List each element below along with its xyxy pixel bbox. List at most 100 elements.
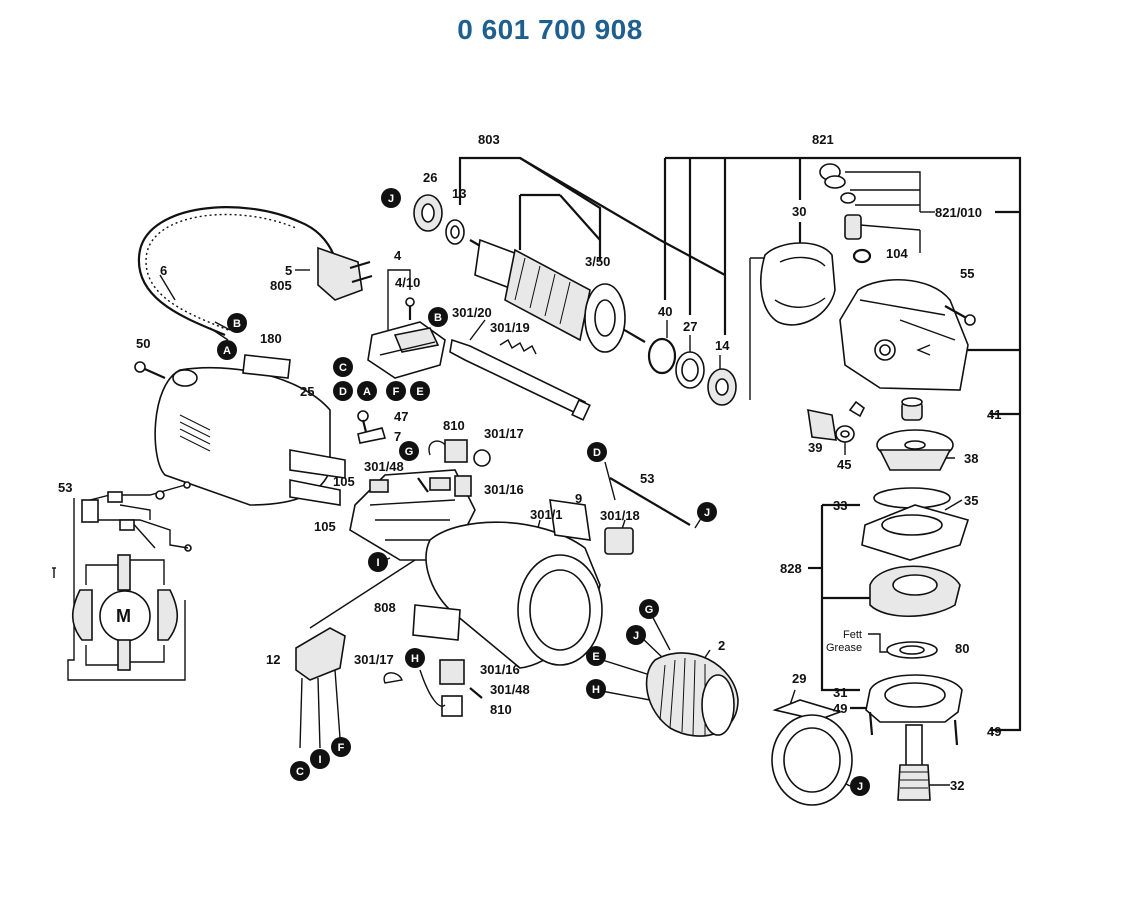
leader-lines [159, 156, 1022, 787]
label-50: 50 [136, 336, 150, 351]
label-301-19: 301/19 [490, 320, 530, 335]
label-55: 55 [960, 266, 974, 281]
marker-J3: J [626, 625, 646, 645]
label-4-10: 4/10 [395, 275, 420, 290]
brush-upper [357, 410, 491, 497]
label-301-17-upper: 301/17 [484, 426, 524, 441]
svg-text:I: I [376, 557, 379, 569]
label-301-18: 301/18 [600, 508, 640, 523]
label-80: 80 [955, 641, 969, 656]
marker-H2: H [586, 679, 606, 699]
brush-lower [383, 659, 483, 717]
label-47: 47 [394, 409, 408, 424]
svg-text:E: E [592, 651, 599, 663]
label-25: 25 [300, 384, 314, 399]
svg-text:C: C [296, 766, 304, 778]
label-301-16-upper: 301/16 [484, 482, 524, 497]
circle-markers: J B A B C D A F E G I D J G J E H H J C … [217, 188, 870, 796]
svg-text:A: A [363, 386, 371, 398]
label-810-lower: 810 [490, 702, 512, 717]
marker-I2: I [310, 749, 330, 769]
air-baffle-29 [771, 699, 853, 806]
svg-text:B: B [233, 318, 241, 330]
label-301-48-lower: 301/48 [490, 682, 530, 697]
marker-J2: J [697, 502, 717, 522]
marker-D1: D [333, 381, 353, 401]
part-labels: 803 821 821/010 104 26 13 3/50 30 55 6 5… [58, 132, 1001, 793]
label-14: 14 [715, 338, 730, 353]
label-grease: Grease [826, 642, 862, 654]
wiring-schematic [52, 481, 192, 681]
bearing-26 [413, 194, 465, 245]
marker-J4: J [850, 776, 870, 796]
label-31: 31 [833, 685, 847, 700]
label-7: 7 [394, 429, 401, 444]
label-808 [412, 604, 461, 641]
svg-text:J: J [857, 781, 863, 793]
svg-text:J: J [704, 507, 710, 519]
rings [647, 337, 737, 406]
gear-set [807, 397, 954, 471]
marker-F2: F [331, 737, 351, 757]
label-33: 33 [833, 498, 847, 513]
screw-50 [134, 361, 166, 380]
label-12: 12 [266, 652, 280, 667]
svg-text:J: J [388, 193, 394, 205]
marker-B1: B [227, 313, 247, 333]
svg-text:G: G [405, 446, 414, 458]
marker-C1: C [333, 357, 353, 377]
label-fett: Fett [843, 629, 862, 641]
label-9: 9 [575, 491, 582, 506]
label-38: 38 [964, 451, 978, 466]
svg-text:D: D [339, 386, 347, 398]
motor-housing [154, 354, 346, 506]
label-828: 828 [780, 561, 802, 576]
label-40: 40 [658, 304, 672, 319]
spindle-parts [865, 641, 963, 801]
label-821: 821 [812, 132, 834, 147]
marker-I1: I [368, 552, 388, 572]
field-coil [645, 652, 739, 737]
page-title: 0 601 700 908 [457, 14, 643, 45]
marker-D2: D [587, 442, 607, 462]
label-26: 26 [423, 170, 437, 185]
label-53-wire: 53 [640, 471, 654, 486]
svg-text:D: D [593, 447, 601, 459]
marker-J1: J [381, 188, 401, 208]
marker-G2: G [639, 599, 659, 619]
label-5: 5 [285, 263, 292, 278]
bearing-flange-30 [760, 242, 836, 326]
marker-H1: H [405, 648, 425, 668]
label-105-b: 105 [314, 519, 336, 534]
marker-F1: F [386, 381, 406, 401]
label-2: 2 [718, 638, 725, 653]
wire-53 [609, 477, 691, 526]
label-29: 29 [792, 671, 806, 686]
label-45: 45 [837, 457, 851, 472]
label-301-16-lower: 301/16 [480, 662, 520, 677]
svg-text:J: J [633, 630, 639, 642]
label-3-50: 3/50 [585, 254, 610, 269]
label-301-17-lower: 301/17 [354, 652, 394, 667]
marker-A2: A [357, 381, 377, 401]
label-32: 32 [950, 778, 964, 793]
label-49-right: 49 [987, 724, 1001, 739]
svg-text:A: A [223, 345, 231, 357]
label-301-20: 301/20 [452, 305, 492, 320]
marker-E2: E [586, 646, 606, 666]
label-803: 803 [478, 132, 500, 147]
svg-text:I: I [318, 754, 321, 766]
label-4: 4 [394, 248, 402, 263]
label-53-schematic: 53 [58, 480, 72, 495]
svg-text:B: B [434, 312, 442, 324]
switch-rod [449, 338, 591, 421]
svg-text:H: H [592, 684, 600, 696]
label-27: 27 [683, 319, 697, 334]
label-105-a: 105 [333, 474, 355, 489]
svg-text:E: E [416, 386, 423, 398]
marker-B2: B [428, 307, 448, 327]
label-49-left: 49 [833, 701, 847, 716]
label-6: 6 [160, 263, 167, 278]
svg-text:F: F [393, 386, 400, 398]
